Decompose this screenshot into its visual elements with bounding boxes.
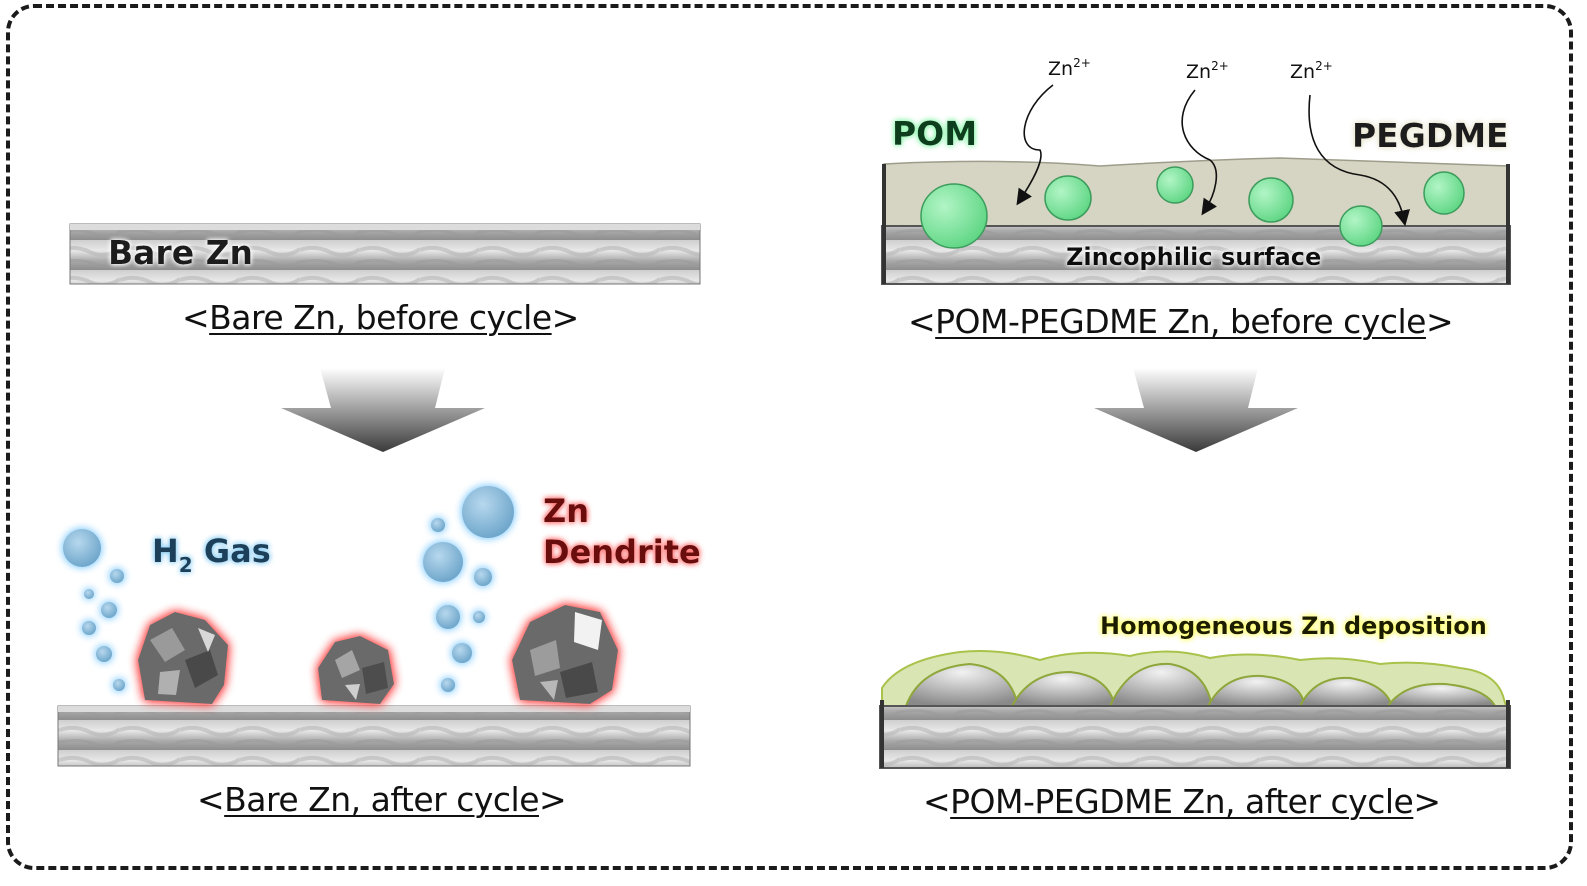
zn-dendrite-label-2: Dendrite <box>543 533 701 571</box>
zn-ion-arrow <box>1181 89 1218 216</box>
zn-dendrite-label-1: Zn <box>543 492 589 530</box>
h2-bubble <box>110 569 124 583</box>
h2-bubble <box>462 486 514 538</box>
h2-bubble <box>82 621 96 635</box>
h2-bubble <box>63 529 101 567</box>
zn-substrate <box>881 225 1511 285</box>
pom-pegdme-zn-after <box>879 650 1511 769</box>
zn-ion-arrows <box>1016 84 1410 227</box>
bare-zn-label: Bare Zn <box>108 233 253 272</box>
caption-pom-after: <POM-PEGDME Zn, after cycle> <box>923 782 1441 821</box>
zn-ion-arrow <box>1016 84 1054 206</box>
caption-bare-after: <Bare Zn, after cycle> <box>197 780 567 819</box>
zincophilic-surface-label: Zincophilic surface <box>1066 243 1321 271</box>
pom-particle <box>1044 175 1092 221</box>
zn-dome <box>1298 676 1394 707</box>
h2-bubble <box>474 568 492 586</box>
zn-dendrites <box>138 605 618 704</box>
h2-bubble <box>441 678 455 692</box>
zn-dome <box>1010 670 1117 707</box>
zn-ion-label: Zn2+ <box>1186 59 1229 83</box>
pom-particle <box>1423 171 1465 215</box>
zn-dome <box>1206 674 1307 707</box>
h2-bubble <box>431 518 445 532</box>
zn-ion-label: Zn2+ <box>1048 56 1091 80</box>
zn-substrate <box>879 705 1511 769</box>
caption-pom-before: <POM-PEGDME Zn, before cycle> <box>908 302 1454 341</box>
zn-dome <box>904 662 1020 707</box>
down-arrow-right <box>1094 368 1298 452</box>
zn-ion-label: Zn2+ <box>1290 59 1333 83</box>
dendrite <box>512 605 618 704</box>
h2-bubble <box>101 602 117 618</box>
pom-label: POM <box>892 114 977 153</box>
pegdme-label: PEGDME <box>1352 116 1509 155</box>
dashed-frame <box>6 4 1573 870</box>
h2-bubble <box>436 605 460 629</box>
h2-bubble <box>473 611 485 623</box>
homogeneous-label: Homogeneous Zn deposition <box>1100 612 1487 640</box>
dendrite <box>138 612 228 704</box>
h2-bubble <box>113 679 125 691</box>
pom-pegdme-zn-before <box>881 157 1511 285</box>
pom-particle <box>1156 166 1194 204</box>
h2-bubbles <box>63 486 514 692</box>
caption-bare-before: <Bare Zn, before cycle> <box>182 298 579 337</box>
zn-dome <box>1108 662 1214 707</box>
h2-gas-label: H2 Gas <box>152 532 271 577</box>
h2-bubble <box>96 646 112 662</box>
pom-particle <box>1248 177 1294 223</box>
pom-particle <box>1339 205 1383 247</box>
h2-bubble <box>452 643 472 663</box>
pom-particle <box>920 183 988 249</box>
down-arrow-left <box>281 368 485 452</box>
zn-ion-arrow <box>1308 94 1410 227</box>
zn-deposits <box>904 662 1497 707</box>
h2-bubble <box>423 542 463 582</box>
bare-zn-plate-before <box>69 223 701 285</box>
zn-dome <box>1386 682 1497 707</box>
h2-bubble <box>84 589 94 599</box>
bare-zn-plate-after <box>57 705 691 767</box>
dendrite <box>318 636 394 704</box>
